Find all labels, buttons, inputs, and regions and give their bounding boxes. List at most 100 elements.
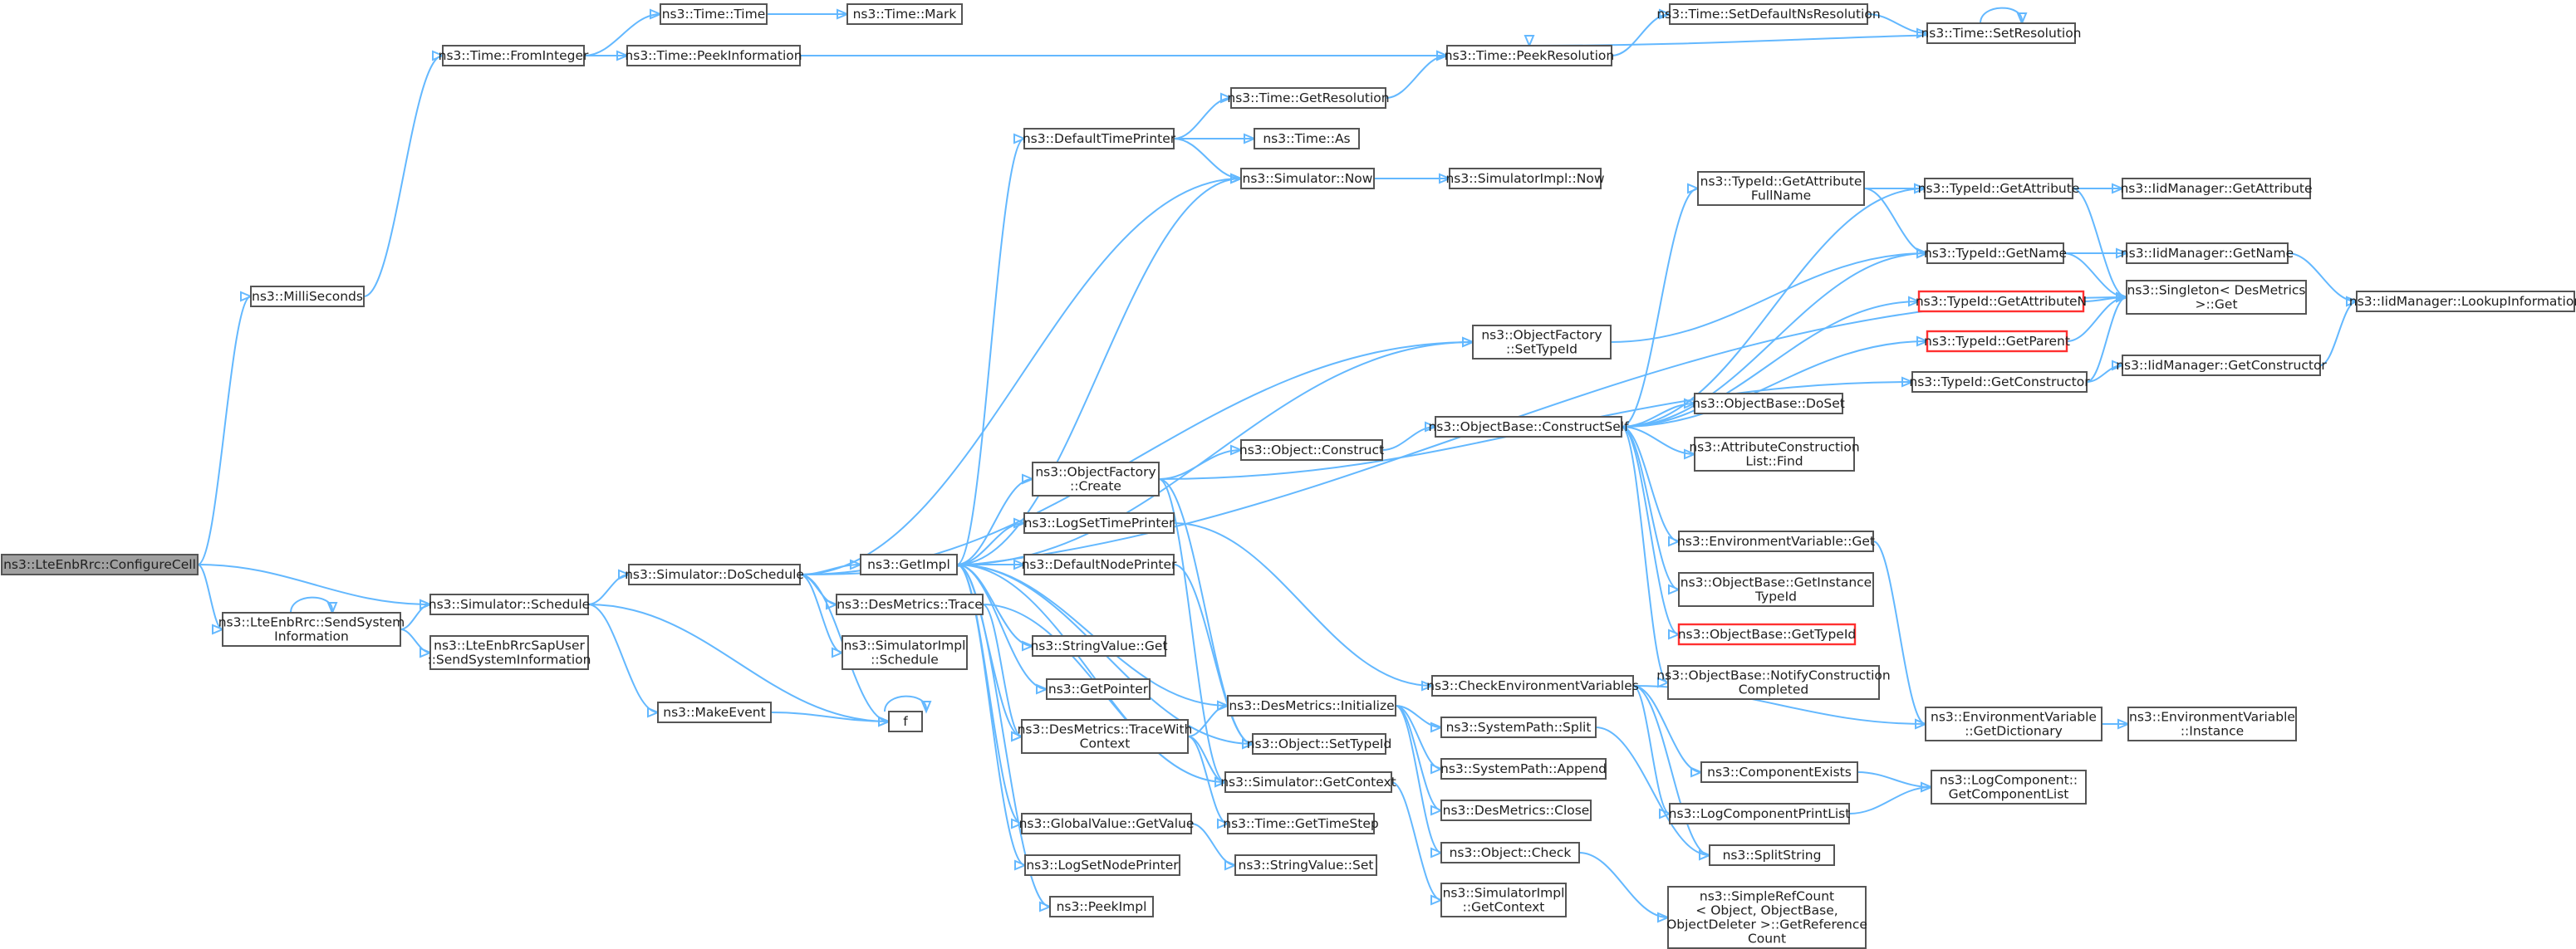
node-simimpl-schedule[interactable]: ns3::SimulatorImpl::Schedule [841,635,968,670]
node-simple-ref-count[interactable]: ns3::SimpleRefCount< Object, ObjectBase,… [1666,886,1867,949]
node-sap-user[interactable]: ns3::LteEnbRrcSapUser::SendSystemInforma… [427,635,591,670]
node-env-var-get[interactable]: ns3::EnvironmentVariable::Get [1677,531,1875,552]
node-box [1023,128,1175,149]
node-globalvalue-getvalue[interactable]: ns3::GlobalValue::GetValue [1019,813,1195,834]
node-default-node-printer[interactable]: ns3::DefaultNodePrinter [1022,554,1177,575]
node-log-set-node-printer[interactable]: ns3::LogSetNodePrinter [1024,854,1180,876]
node-do-schedule[interactable]: ns3::Simulator::DoSchedule [625,564,804,585]
node-label: ns3::EnvironmentVariable::Get [1677,534,1875,549]
node-split-string[interactable]: ns3::SplitString [1709,844,1835,866]
edge-line [1848,786,1932,814]
node-box [1677,623,1857,646]
node-get-impl[interactable]: ns3::GetImpl [860,554,958,575]
node-simimpl-getcontext[interactable]: ns3::SimulatorImpl::GetContext [1440,883,1567,917]
node-des-trace[interactable]: ns3::DesMetrics::Trace [836,594,984,615]
arrowhead [1659,8,1672,20]
node-box [1431,675,1634,697]
node-time-as[interactable]: ns3::Time::As [1254,128,1360,149]
node-peek-resolution[interactable]: ns3::Time::PeekResolution [1445,45,1614,66]
node-default-time-printer[interactable]: ns3::DefaultTimePrinter [1023,128,1176,149]
edge-line [1190,823,1236,866]
node-stringvalue-get[interactable]: ns3::StringValue::Get [1030,635,1168,657]
node-milliseconds[interactable]: ns3::MilliSeconds [250,286,365,307]
node-of-create[interactable]: ns3::ObjectFactory::Create [1032,462,1160,497]
node-log-component-get-list[interactable]: ns3::LogComponent::GetComponentList [1931,770,2087,805]
node-objectbase-notify[interactable]: ns3::ObjectBase::NotifyConstructionCompl… [1656,665,1891,700]
node-iid-get-constructor[interactable]: ns3::IidManager::GetConstructor [2116,355,2327,376]
node-object-check[interactable]: ns3::Object::Check [1440,842,1580,863]
node-peek-information[interactable]: ns3::Time::PeekInformation [625,45,802,66]
node-time-time[interactable]: ns3::Time::Time [660,3,768,25]
node-time-get-timestep[interactable]: ns3::Time::GetTimeStep [1223,813,1379,834]
edge-tid-get-name-to-iid-get-name [2063,247,2129,259]
edge-line [2287,252,2358,302]
arrowhead [1901,376,1915,388]
node-objectbase-doset[interactable]: ns3::ObjectBase::DoSet [1692,393,1845,414]
node-set-resolution[interactable]: ns3::Time::SetResolution [1921,22,2082,44]
node-from-integer[interactable]: ns3::Time::FromInteger [439,45,589,66]
node-iid-get-name[interactable]: ns3::IidManager::GetName [2121,242,2294,264]
node-systempath-append[interactable]: ns3::SystemPath::Append [1440,758,1607,780]
node-box [1911,371,2088,393]
node-of-set-typeid[interactable]: ns3::ObjectFactory::SetTypeId [1472,325,1612,360]
node-des-close[interactable]: ns3::DesMetrics::Close [1440,800,1592,821]
node-send-sys-info[interactable]: ns3::LteEnbRrc::SendSystemInformation [218,612,405,647]
node-check-env-vars[interactable]: ns3::CheckEnvironmentVariables [1426,675,1639,697]
node-label: ns3::AttributeConstruction [1689,440,1859,455]
node-label: ns3::LteEnbRrc::SendSystem [218,615,405,630]
node-configure-cell[interactable]: ns3::LteEnbRrc::ConfigureCell [1,554,199,575]
arrowhead [832,647,845,658]
arrowhead [920,701,932,714]
edge-line [363,55,444,297]
node-stringvalue-set[interactable]: ns3::StringValue::Set [1234,854,1377,876]
node-set-default-ns[interactable]: ns3::Time::SetDefaultNsResolution [1656,3,1881,25]
arrowhead [1690,766,1704,778]
node-singleton-get[interactable]: ns3::Singleton< DesMetrics>::Get [2126,280,2307,315]
node-get-resolution[interactable]: ns3::Time::GetResolution [1227,87,1390,109]
node-get-pointer[interactable]: ns3::GetPointer [1046,678,1151,700]
node-component-exists[interactable]: ns3::ComponentExists [1700,761,1858,783]
node-label: ns3::Time::GetResolution [1227,90,1389,105]
node-label: ns3::LogSetTimePrinter [1024,516,1175,531]
node-tid-get-attribute[interactable]: ns3::TypeId::GetAttribute [1918,178,2080,199]
node-object-set-typeid[interactable]: ns3::Object::SetTypeId [1247,733,1392,755]
arrowhead [1425,421,1438,433]
node-box [1669,3,1868,25]
node-simimpl-now[interactable]: ns3::SimulatorImpl::Now [1445,168,1605,189]
node-tid-get-constructor[interactable]: ns3::TypeId::GetConstructor [1909,371,2090,393]
node-construct-self[interactable]: ns3::ObjectBase::ConstructSelf [1428,416,1629,438]
edge-iid-get-constructor-to-iid-lookup [2319,296,2359,366]
node-tid-get-attribute-n[interactable]: ns3::TypeId::GetAttributeN [1916,290,2087,313]
node-systempath-split[interactable]: ns3::SystemPath::Split [1440,717,1597,738]
node-simulator-now[interactable]: ns3::Simulator::Now [1240,168,1375,189]
edge-line [1381,426,1436,451]
node-make-event[interactable]: ns3::MakeEvent [657,702,772,723]
node-label: ns3::ObjectBase::NotifyConstruction [1656,668,1890,683]
node-label: ns3::LteEnbRrc::ConfigureCell [3,557,196,572]
node-log-set-time-printer[interactable]: ns3::LogSetTimePrinter [1023,512,1175,534]
node-tid-get-parent[interactable]: ns3::TypeId::GetParent [1924,330,2070,353]
node-sim-get-context[interactable]: ns3::Simulator::GetContext [1220,771,1396,793]
node-time-mark[interactable]: ns3::Time::Mark [846,3,963,25]
node-env-var-instance[interactable]: ns3::EnvironmentVariable::Instance [2127,707,2297,741]
node-peek-impl[interactable]: ns3::PeekImpl [1049,896,1154,917]
edge-line [1395,705,1442,854]
node-sim-schedule[interactable]: ns3::Simulator::Schedule [429,594,590,615]
arrowhead [1242,738,1255,750]
node-objectbase-get-typeid[interactable]: ns3::ObjectBase::GetTypeId [1677,623,1857,646]
node-iid-get-attribute[interactable]: ns3::IidManager::GetAttribute [2120,178,2313,199]
node-env-var-get-dictionary[interactable]: ns3::EnvironmentVariable::GetDictionary [1925,707,2103,741]
node-tid-get-name[interactable]: ns3::TypeId::GetName [1924,242,2067,264]
node-iid-lookup[interactable]: ns3::IidManager::LookupInformation [2349,291,2576,312]
arrowhead [2116,291,2129,303]
node-box [1678,572,1874,607]
node-object-construct[interactable]: ns3::Object::Construct [1239,439,1384,461]
node-f[interactable]: f [888,711,923,732]
node-log-component-print-list[interactable]: ns3::LogComponentPrintList [1669,803,1851,824]
node-des-initialize[interactable]: ns3::DesMetrics::Initialize [1227,695,1396,717]
edge-of-create-to-object-construct [1158,444,1244,480]
